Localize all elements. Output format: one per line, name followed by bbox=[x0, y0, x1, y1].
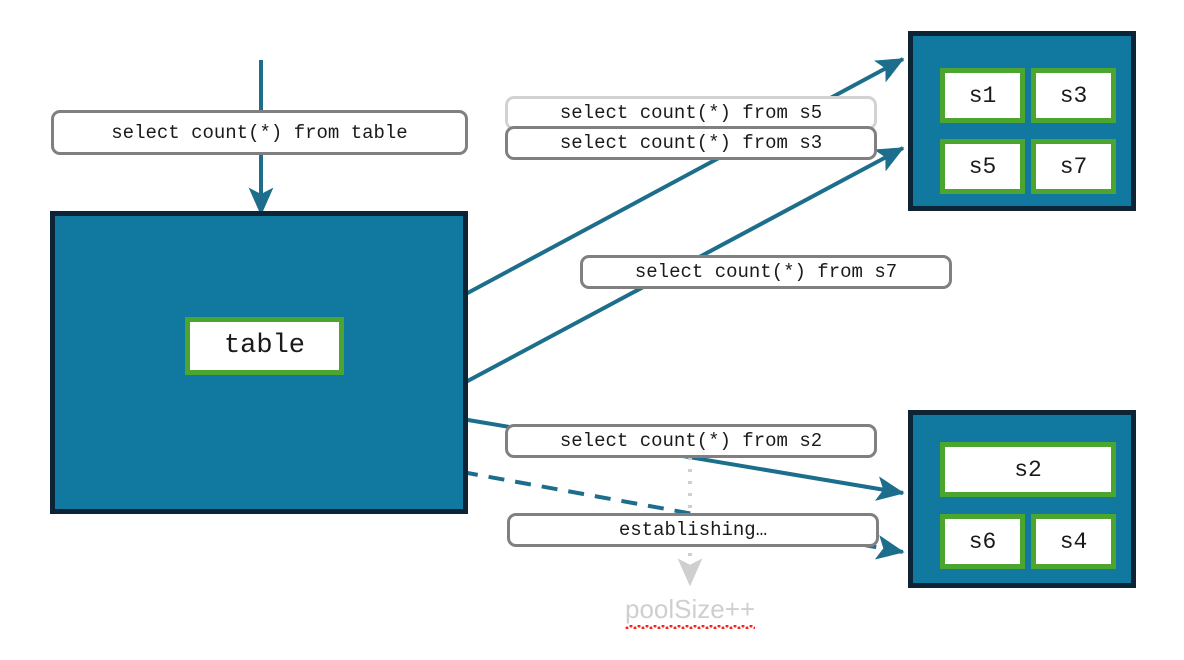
pool-top-panel: s1 s3 s5 s7 bbox=[908, 31, 1136, 211]
chip-query-from-s2[interactable]: select count(*) from s2 bbox=[505, 424, 877, 458]
node-s5-label: s5 bbox=[968, 153, 997, 180]
node-s3-label: s3 bbox=[1059, 82, 1088, 109]
node-s5[interactable]: s5 bbox=[940, 139, 1025, 194]
chip-query-from-table-label: select count(*) from table bbox=[111, 121, 408, 144]
node-s1[interactable]: s1 bbox=[940, 68, 1025, 123]
chip-establishing-label: establishing… bbox=[618, 519, 768, 541]
chip-query-from-s2-label: select count(*) from s2 bbox=[559, 430, 823, 452]
node-s6[interactable]: s6 bbox=[940, 514, 1025, 569]
node-s3[interactable]: s3 bbox=[1031, 68, 1116, 123]
note-poolsize-label: poolSize++ bbox=[625, 594, 756, 629]
node-s2-label: s2 bbox=[1014, 456, 1042, 483]
main-table-panel: table bbox=[50, 211, 468, 514]
chip-query-from-s3[interactable]: select count(*) from s3 bbox=[505, 126, 877, 160]
chip-query-from-s3-label: select count(*) from s3 bbox=[559, 132, 823, 154]
chip-query-from-table[interactable]: select count(*) from table bbox=[51, 110, 468, 155]
node-s6-label: s6 bbox=[968, 528, 997, 555]
node-table-label: table bbox=[223, 331, 305, 361]
chip-establishing[interactable]: establishing… bbox=[507, 513, 879, 547]
pool-bottom-panel: s2 s6 s4 bbox=[908, 410, 1136, 588]
node-table[interactable]: table bbox=[185, 317, 344, 375]
note-poolsize: poolSize++ bbox=[625, 594, 756, 629]
node-s2[interactable]: s2 bbox=[940, 442, 1116, 497]
node-s4-label: s4 bbox=[1059, 528, 1088, 555]
chip-query-from-s5[interactable]: select count(*) from s5 bbox=[505, 96, 877, 130]
chip-query-from-s5-label: select count(*) from s5 bbox=[559, 102, 823, 124]
node-s4[interactable]: s4 bbox=[1031, 514, 1116, 569]
node-s1-label: s1 bbox=[968, 82, 997, 109]
chip-query-from-s7-label: select count(*) from s7 bbox=[634, 261, 898, 283]
node-s7-label: s7 bbox=[1059, 153, 1088, 180]
node-s7[interactable]: s7 bbox=[1031, 139, 1116, 194]
chip-query-from-s7[interactable]: select count(*) from s7 bbox=[580, 255, 952, 289]
